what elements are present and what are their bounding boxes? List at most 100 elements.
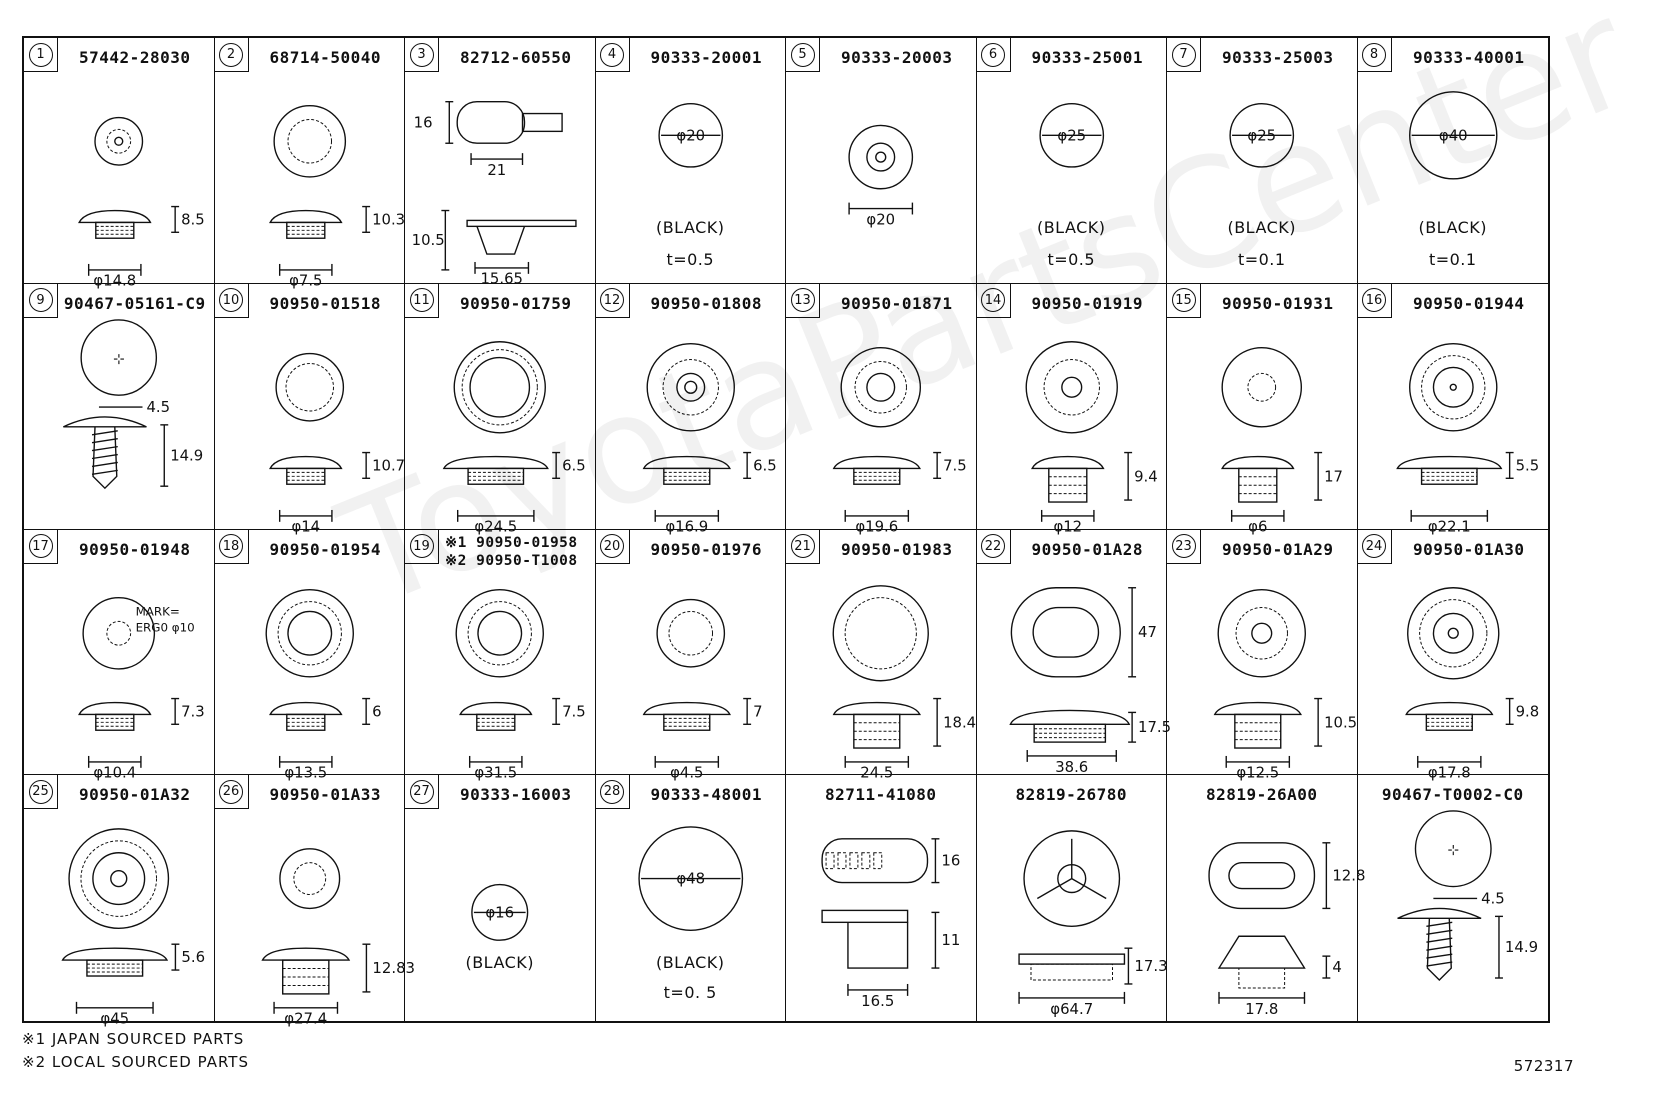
outline-circle	[657, 102, 723, 168]
index-number: 22	[981, 534, 1005, 558]
part-number: 82819-26A00	[1206, 785, 1318, 805]
part-drawing: ⊹4.514.9	[1396, 810, 1538, 982]
cap-profile	[268, 455, 343, 469]
part-number: 90950-01983	[841, 539, 953, 559]
part-drawing: φ48	[637, 826, 743, 932]
index-number: 14	[981, 288, 1005, 313]
diameter-label: φ20	[676, 127, 705, 144]
cap-profile	[78, 209, 152, 224]
cap-profile	[832, 455, 921, 469]
dimension-label: φ27.4	[284, 1010, 327, 1028]
clip-side	[466, 219, 577, 228]
outline-circle	[477, 610, 523, 656]
index-number: 26	[219, 779, 243, 804]
index-box: 5	[786, 38, 820, 72]
cap-profile	[832, 701, 921, 715]
part-drawing: φ25	[1229, 102, 1295, 168]
part-number: 90950-01A32	[79, 785, 191, 805]
part-number: 90333-48001	[650, 785, 762, 805]
mark-label: MARK=	[136, 604, 180, 618]
outline-circle	[265, 588, 354, 677]
outline-circle	[277, 600, 342, 665]
index-box: 15	[1167, 283, 1201, 318]
outline-circle	[675, 372, 705, 402]
part-number: 90950-01948	[79, 539, 191, 559]
index-number: 7	[1171, 42, 1196, 67]
dimension-label: 4.5	[1481, 890, 1505, 908]
part-drawing: ⊹4.514.9	[63, 319, 203, 489]
dimension-label: φ31.5	[474, 764, 517, 781]
outline-circle	[1432, 366, 1474, 408]
part-number: 90950-01944	[1413, 293, 1525, 313]
color-note: (BLACK)	[1036, 218, 1106, 237]
index-number: 6	[981, 42, 1005, 67]
stem-profile	[1032, 723, 1106, 743]
dimension-label: φ7.5	[289, 273, 322, 290]
outline-circle	[1447, 627, 1459, 639]
dimension-label: φ10.4	[93, 764, 136, 781]
clip-body	[476, 226, 526, 255]
dimension-label: 14.9	[1504, 938, 1537, 956]
outline-circle	[832, 584, 929, 681]
cap-profile	[78, 701, 152, 715]
stem-profile	[86, 959, 144, 977]
cap-profile	[1213, 701, 1302, 715]
footnote-1: ※1 JAPAN SOURCED PARTS	[22, 1030, 245, 1048]
dimension-label: 6.5	[753, 457, 777, 474]
outline-circle	[80, 319, 158, 396]
part-number: 57442-28030	[79, 48, 191, 67]
outline-circle	[92, 852, 146, 906]
outline-circle	[1418, 598, 1487, 667]
dimension-label: 7	[753, 703, 762, 720]
part-drawing: φ20	[657, 102, 723, 168]
index-box: 6	[976, 38, 1011, 72]
index-number: 24	[1362, 534, 1386, 558]
outline-circle	[637, 826, 743, 932]
outline-circle	[844, 596, 917, 669]
index-number: 2	[219, 42, 243, 67]
clip-side	[821, 909, 909, 924]
outline-circle	[94, 116, 144, 166]
dimension-label: 4	[1332, 958, 1341, 976]
dimension-label: φ22.1	[1427, 518, 1470, 535]
outline-circle	[286, 118, 332, 164]
index-box: 22	[976, 529, 1011, 564]
cap-profile	[268, 701, 343, 715]
dimension-label: 7.3	[181, 703, 205, 720]
outline-circle	[646, 342, 735, 432]
outline-circle	[667, 610, 713, 656]
index-number: 9	[28, 288, 53, 313]
outline-circle	[866, 142, 896, 172]
cap-profile	[1008, 709, 1130, 725]
index-box: 20	[595, 529, 630, 564]
index-box: 16	[1357, 283, 1392, 318]
index-number: 28	[600, 779, 624, 804]
diameter-label: φ16	[485, 904, 514, 922]
mark-label: ERG0 φ10	[136, 620, 195, 634]
outline-circle	[1221, 346, 1303, 428]
part-number: 90950-01931	[1222, 293, 1334, 313]
outline-circle	[278, 848, 340, 910]
cap-profile	[1030, 455, 1105, 469]
inner-ring	[1031, 606, 1099, 658]
outline-circle	[854, 360, 907, 414]
index-number: 10	[219, 288, 243, 313]
index-box: 11	[405, 283, 439, 318]
